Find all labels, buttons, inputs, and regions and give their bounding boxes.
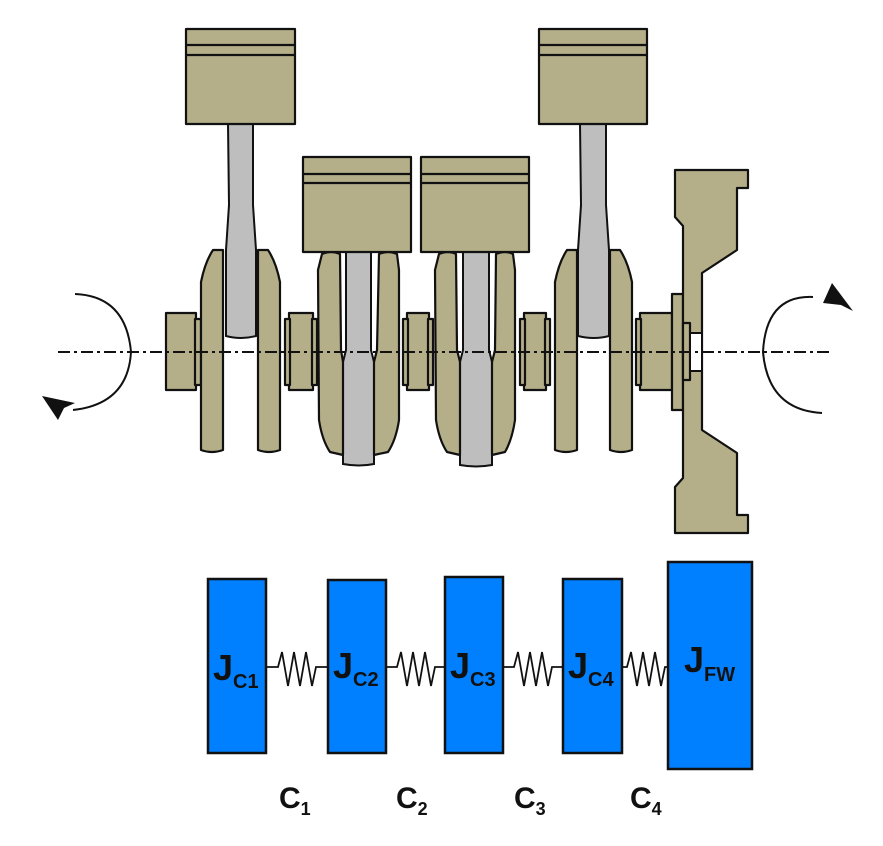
stiffness-labels: C1 C2 C3 C4 — [279, 782, 662, 819]
inertia-labels: JC1 JC2 JC3 JC4 JFW — [213, 639, 735, 693]
left-rotation-arrow-icon — [42, 293, 133, 420]
piston-4 — [537, 27, 649, 126]
inertia-block-jc4 — [561, 577, 624, 755]
label-c2: C2 — [396, 782, 428, 819]
lumped-mass-model: JC1 JC2 JC3 JC4 JFW C1 C2 C3 — [206, 560, 754, 819]
piston-3 — [419, 155, 531, 254]
right-rotation-arrow-icon — [761, 283, 853, 414]
connecting-rod-1 — [225, 123, 257, 339]
inertia-blocks — [206, 560, 754, 771]
piston-2 — [301, 155, 413, 254]
crank-web-2a — [316, 250, 345, 457]
connecting-rod-3 — [459, 251, 493, 468]
label-jc1: JC1 — [213, 647, 259, 693]
inertia-block-jc2 — [326, 578, 388, 755]
spring-c1 — [266, 651, 328, 687]
pistons — [184, 27, 649, 254]
label-jc3: JC3 — [450, 645, 496, 691]
label-jfw: JFW — [684, 639, 735, 686]
spring-c3 — [503, 651, 563, 687]
spring-c2 — [386, 651, 445, 687]
crank-web-3b — [490, 250, 517, 457]
piston-1 — [184, 27, 297, 126]
connecting-rod-4 — [577, 123, 610, 339]
flywheel-disc — [673, 168, 750, 535]
engine-drawing — [42, 27, 853, 535]
label-c1: C1 — [279, 782, 311, 819]
inertia-block-jc1 — [206, 577, 268, 755]
crank-throw-2 — [316, 250, 401, 457]
springs — [266, 651, 668, 687]
inertia-block-jfw — [666, 560, 754, 771]
connecting-rods — [225, 123, 610, 468]
spring-c4 — [622, 651, 668, 687]
connecting-rod-2 — [342, 251, 375, 467]
label-c4: C4 — [630, 782, 662, 819]
label-jc4: JC4 — [568, 645, 614, 691]
label-jc2: JC2 — [333, 645, 379, 691]
crank-web-3a — [433, 250, 462, 457]
inertia-block-jc3 — [443, 575, 505, 755]
crank-web-2b — [372, 250, 401, 457]
label-c3: C3 — [514, 782, 546, 819]
